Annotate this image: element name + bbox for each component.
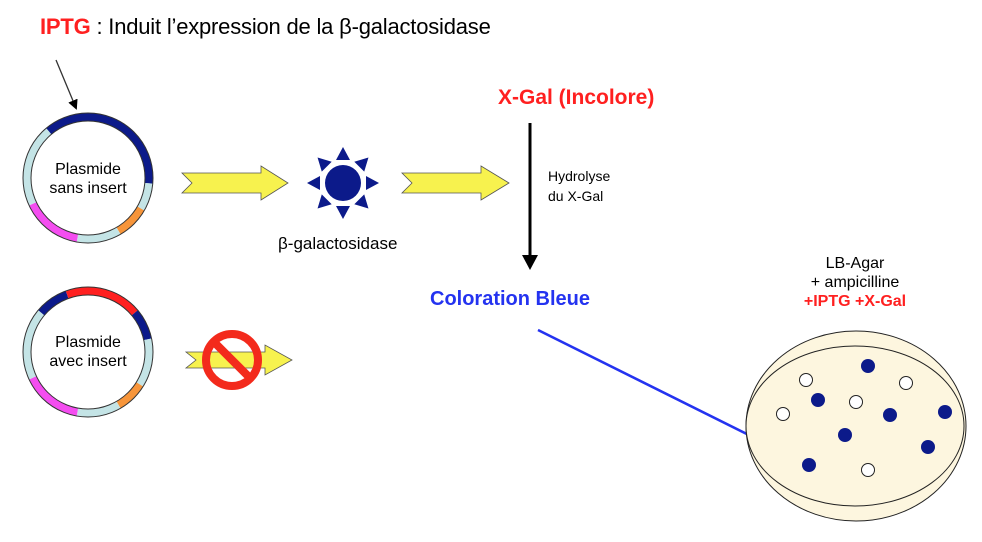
sun-ray [366,176,379,190]
petri-dish [745,330,967,522]
plasmid-2-label: Plasmide avec insert [33,333,143,371]
sun-ray [354,194,369,209]
sun-ray [317,157,332,172]
plasmid-ring-outline [22,286,154,418]
title-text: : Induit l’expression de la β-galactosid… [90,14,491,39]
plasmid-segment-dark-blue [46,113,153,184]
sun-disk [325,165,361,201]
plasmid-segment-magenta [29,375,79,417]
blue-colony [838,428,852,442]
plasmid-ring-outline [22,112,154,244]
plasmid-1-label-line2: sans insert [49,180,127,197]
plasmid-segment-light-blue [137,182,153,211]
plasmid-1-label: Plasmide sans insert [33,160,143,198]
plasmid-segment-light-blue [136,338,153,387]
plasmid-segment-light-blue [23,310,45,380]
sun-ray [336,147,350,160]
substrate-label: X-Gal (Incolore) [498,86,655,109]
blue-colony [883,408,897,422]
reaction-label: Hydrolyse du X-Gal [548,166,610,206]
page-title: IPTG : Induit l’expression de la β-galac… [40,14,491,40]
white-colony [861,463,875,477]
forbidden-icon [202,330,262,390]
blue-colony [811,393,825,407]
white-colony [799,373,813,387]
plasmid-segment-light-blue [76,227,121,243]
sun-ray [354,157,369,172]
reaction-label-line1: Hydrolyse [548,168,611,184]
plasmid-ring-inner [30,120,146,236]
white-colony [899,376,913,390]
plasmid-segment-magenta [29,201,79,243]
plasmid-segment-red-insert [65,287,138,316]
plasmid-with-insert [22,286,154,418]
plasmid-2-label-line2: avec insert [49,353,127,370]
yellow-arrow-1 [181,165,289,201]
plasmid-segment-orange [116,206,145,235]
title-keyword: IPTG [40,14,91,39]
pointer-arrow [55,59,78,110]
plasmid-segment-orange [116,382,144,409]
plasmid-without-insert [22,112,154,244]
product-label: Coloration Bleue [430,288,591,310]
hydrolysis-arrow-head [522,255,538,270]
blue-colony [921,440,935,454]
sun-enzyme-icon [307,147,379,219]
white-colony [776,407,790,421]
blue-colony [802,458,816,472]
plasmid-segment-light-blue [76,401,121,417]
sun-ray [307,176,320,190]
plasmid-segment-dark-blue [38,290,69,316]
sun-ray [317,194,332,209]
plasmid-1-label-line1: Plasmide [55,161,121,178]
yellow-arrow-2 [401,165,510,201]
blue-colony [938,405,952,419]
enzyme-label: β-galactosidase [278,234,398,253]
yellow-arrow-blocked [184,344,293,376]
white-colony [849,395,863,409]
plate-label-line1: LB-Agar [825,255,885,272]
plasmid-segment-light-blue [23,128,52,206]
sun-ray [336,206,350,219]
plasmid-segment-dark-blue [131,310,152,341]
plate-label: LB-Agar + ampicilline +IPTG +X-Gal [780,254,930,311]
plasmid-ring-inner [30,294,146,410]
plasmid-2-label-line1: Plasmide [55,334,121,351]
blue-colony [861,359,875,373]
plate-label-line2: + ampicilline [810,274,900,291]
plate-label-line3: +IPTG +X-Gal [803,293,907,310]
reaction-label-line2: du X-Gal [548,188,604,204]
colonies [776,359,952,477]
